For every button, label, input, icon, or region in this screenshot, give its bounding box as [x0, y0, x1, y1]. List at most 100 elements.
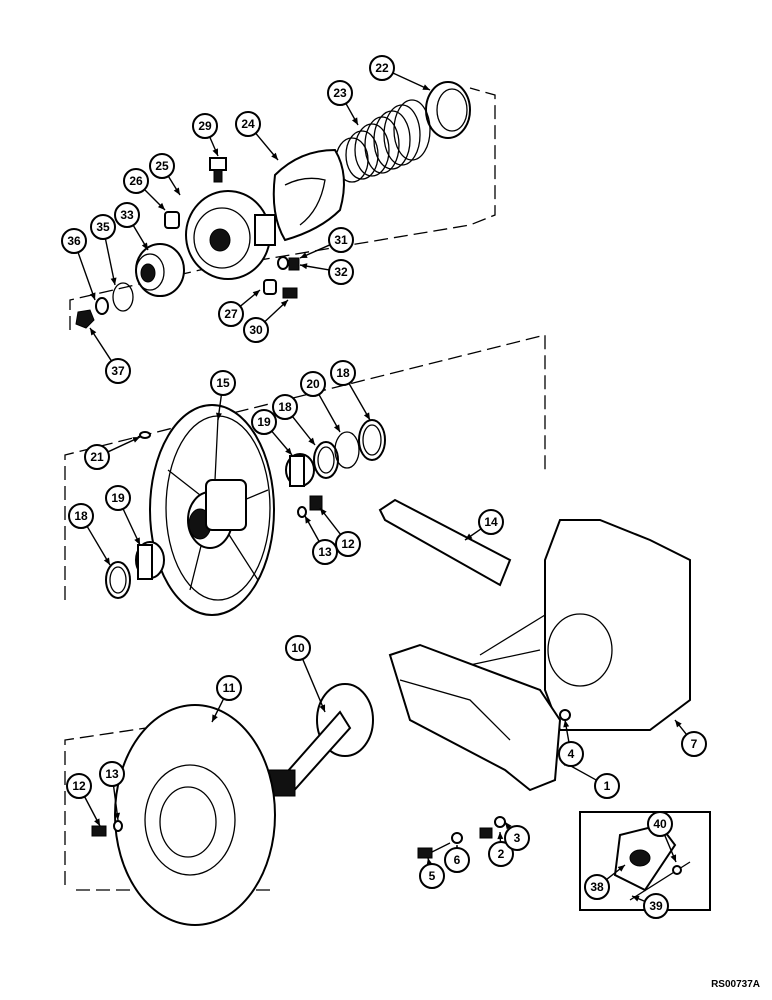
callout-arrowhead [110, 277, 117, 285]
callout-number: 36 [67, 234, 81, 248]
callout-number: 12 [341, 537, 355, 551]
bushing-19-lower [135, 541, 165, 580]
callout-3: 3 [504, 825, 530, 851]
callout-12: 12 [66, 773, 92, 799]
callout-arrowhead [300, 252, 308, 258]
callout-number: 33 [120, 208, 134, 222]
callout-number: 6 [454, 853, 461, 867]
callout-arrowhead [94, 818, 100, 826]
callout-23: 23 [327, 80, 353, 106]
callout-circle [558, 741, 584, 767]
callout-arrowhead [271, 152, 278, 160]
bracket-1 [388, 643, 562, 792]
disc-11 [114, 704, 276, 926]
callout-circle [328, 259, 354, 285]
callout-number: 32 [334, 265, 348, 279]
callout-33: 33 [114, 202, 140, 228]
callout-arrowhead [252, 290, 260, 297]
callout-circle [66, 773, 92, 799]
callout-18: 18 [68, 503, 94, 529]
callout-circle [235, 111, 261, 137]
callout-1: 1 [594, 773, 620, 799]
callout-arrowhead [103, 557, 110, 565]
callout-circle [594, 773, 620, 799]
callout-number: 24 [241, 117, 255, 131]
callout-30: 30 [243, 317, 269, 343]
callout-40: 40 [647, 811, 673, 837]
callout-circle [149, 153, 175, 179]
callout-arrowhead [505, 822, 512, 830]
bushing-19-upper [285, 453, 315, 487]
bolt-12-washer-13-middle [297, 495, 323, 518]
callout-circle [419, 863, 445, 889]
callout-leader [104, 238, 116, 286]
nut-37 [75, 309, 95, 329]
callout-number: 18 [336, 366, 350, 380]
callout-circle [643, 893, 669, 919]
callout-arrowhead [363, 412, 370, 420]
callout-number: 7 [691, 737, 698, 751]
callout-38: 38 [584, 874, 610, 900]
callout-leader [77, 252, 96, 301]
callout-circle [68, 503, 94, 529]
bushing-26 [164, 211, 180, 229]
callout-21: 21 [84, 444, 110, 470]
callout-number: 35 [96, 220, 110, 234]
callout-circle [444, 847, 470, 873]
callout-circle [84, 444, 110, 470]
callout-number: 10 [291, 641, 305, 655]
callout-20: 20 [300, 371, 326, 397]
callout-arrowhead [465, 533, 473, 540]
callout-circle [105, 485, 131, 511]
callout-circle [369, 55, 395, 81]
ring-18-upper-b [358, 419, 386, 461]
cam-cover-24 [272, 148, 345, 242]
callout-arrowhead [563, 720, 570, 728]
callout-number: 25 [155, 159, 169, 173]
callout-37: 37 [105, 358, 131, 384]
callout-arrowhead [90, 328, 97, 336]
callout-arrowhead [670, 854, 677, 862]
callout-number: 23 [333, 86, 347, 100]
callout-number: 21 [90, 450, 104, 464]
middle-group-outline [64, 334, 546, 600]
callout-arrowhead [212, 148, 218, 156]
callout-leader [86, 525, 111, 566]
callout-number: 15 [216, 376, 230, 390]
callout-number: 3 [514, 831, 521, 845]
callout-number: 29 [198, 119, 212, 133]
callout-circle [114, 202, 140, 228]
callout-circle [192, 113, 218, 139]
callout-35: 35 [90, 214, 116, 240]
callout-31: 31 [328, 227, 354, 253]
gearbox-housing-7 [469, 519, 691, 731]
callout-number: 39 [649, 899, 663, 913]
callout-circle [218, 301, 244, 327]
callout-arrowhead [141, 242, 148, 250]
callout-circle [478, 509, 504, 535]
bolt-12-washer-13-lower [91, 820, 123, 837]
callout-arrowhead [422, 84, 430, 90]
callout-arrowhead [675, 720, 682, 728]
callout-number: 5 [429, 869, 436, 883]
callout-4: 4 [558, 741, 584, 767]
callout-number: 2 [498, 847, 505, 861]
callout-number: 37 [111, 364, 125, 378]
callout-circle [300, 371, 326, 397]
ring-18-upper-a [313, 441, 339, 479]
callout-leader [348, 383, 371, 421]
callout-26: 26 [123, 168, 149, 194]
callout-arrowhead [320, 508, 327, 516]
callout-arrowhead [300, 263, 308, 270]
callout-arrowhead [89, 292, 96, 300]
seal-ring-22 [425, 81, 471, 139]
callout-18: 18 [330, 360, 356, 386]
callout-circle [312, 539, 338, 565]
callout-circle [488, 841, 514, 867]
callout-circle [123, 168, 149, 194]
callout-circle [99, 761, 125, 787]
callout-number: 40 [653, 817, 667, 831]
callout-circle [61, 228, 87, 254]
callout-circle [327, 80, 353, 106]
bushing-27-bolt-30 [263, 279, 298, 299]
